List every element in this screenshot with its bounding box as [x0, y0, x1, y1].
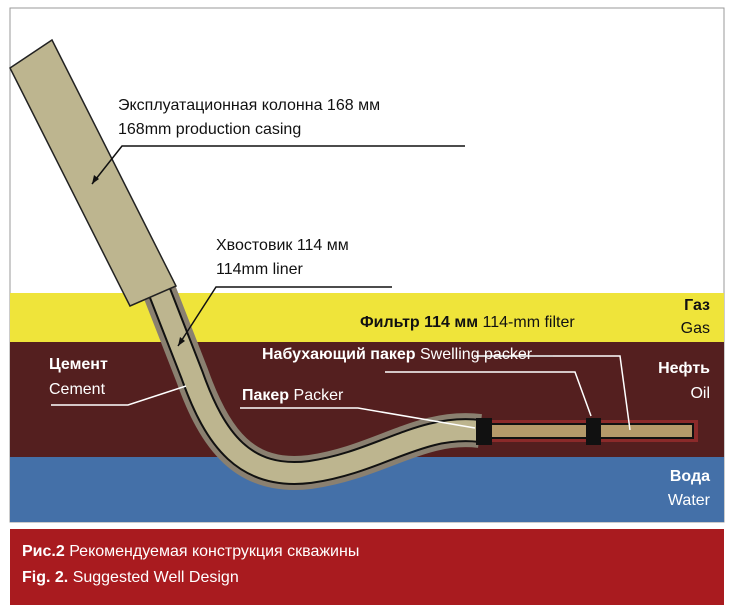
swelling-label-ru: Набухающий пакер [262, 346, 416, 363]
casing-arrowhead [92, 175, 99, 184]
caption-line-en: Fig. 2. Suggested Well Design [22, 569, 239, 587]
swelling-packer [586, 418, 601, 445]
caption-en-prefix: Fig. 2. [22, 569, 69, 586]
cement-label-ru: Цемент [49, 356, 108, 373]
packer-leader [240, 407, 476, 429]
liner-label-ru: Хвостовик 114 мм [216, 237, 349, 254]
filter-label-en: 114-mm filter [482, 314, 575, 331]
leader-lines [51, 145, 631, 431]
liner-arrowhead [178, 337, 185, 346]
filter-label: Фильтр 114 мм 114-mm filter [360, 313, 575, 333]
liner [148, 284, 482, 483]
cement-label-en: Cement [49, 381, 106, 398]
gas-label-ru: Газ [684, 297, 710, 314]
packer-label-ru: Пакер [242, 387, 290, 404]
caption-ru-prefix: Рис.2 [22, 543, 65, 560]
filter-leader [474, 355, 631, 431]
packer [476, 418, 492, 445]
casing-label-ru: Эксплуатационная колонна 168 мм [118, 97, 381, 114]
gas-label-en: Gas [680, 320, 710, 337]
caption-ru-text: Рекомендуемая конструкция скважины [69, 543, 360, 560]
production-casing [9, 38, 178, 307]
caption-en-text: Suggested Well Design [72, 569, 239, 586]
packer-label-en: Packer [293, 387, 344, 404]
filter-label-ru: Фильтр 114 мм [360, 314, 479, 331]
swelling-packer-leader [385, 371, 592, 417]
caption-line-ru: Рис.2 Рекомендуемая конструкция скважины [22, 543, 359, 561]
oil-label-ru: Нефть [658, 360, 710, 377]
figure-caption: Рис.2 Рекомендуемая конструкция скважины… [10, 529, 724, 605]
cement-leader [51, 385, 187, 406]
oil-label-en: Oil [690, 385, 710, 402]
casing-leader [91, 145, 465, 185]
swelling-packer-label: Набухающий пакер Swelling packer [262, 345, 532, 365]
casing-label-en: 168mm production casing [118, 121, 302, 138]
liner-label-en: 114mm liner [216, 261, 303, 278]
liner-leader [177, 286, 392, 347]
packer-label: Пакер Packer [242, 386, 343, 406]
swelling-label-en: Swelling packer [420, 346, 533, 363]
water-label-en: Water [667, 492, 710, 509]
water-label-ru: Вода [669, 468, 710, 485]
